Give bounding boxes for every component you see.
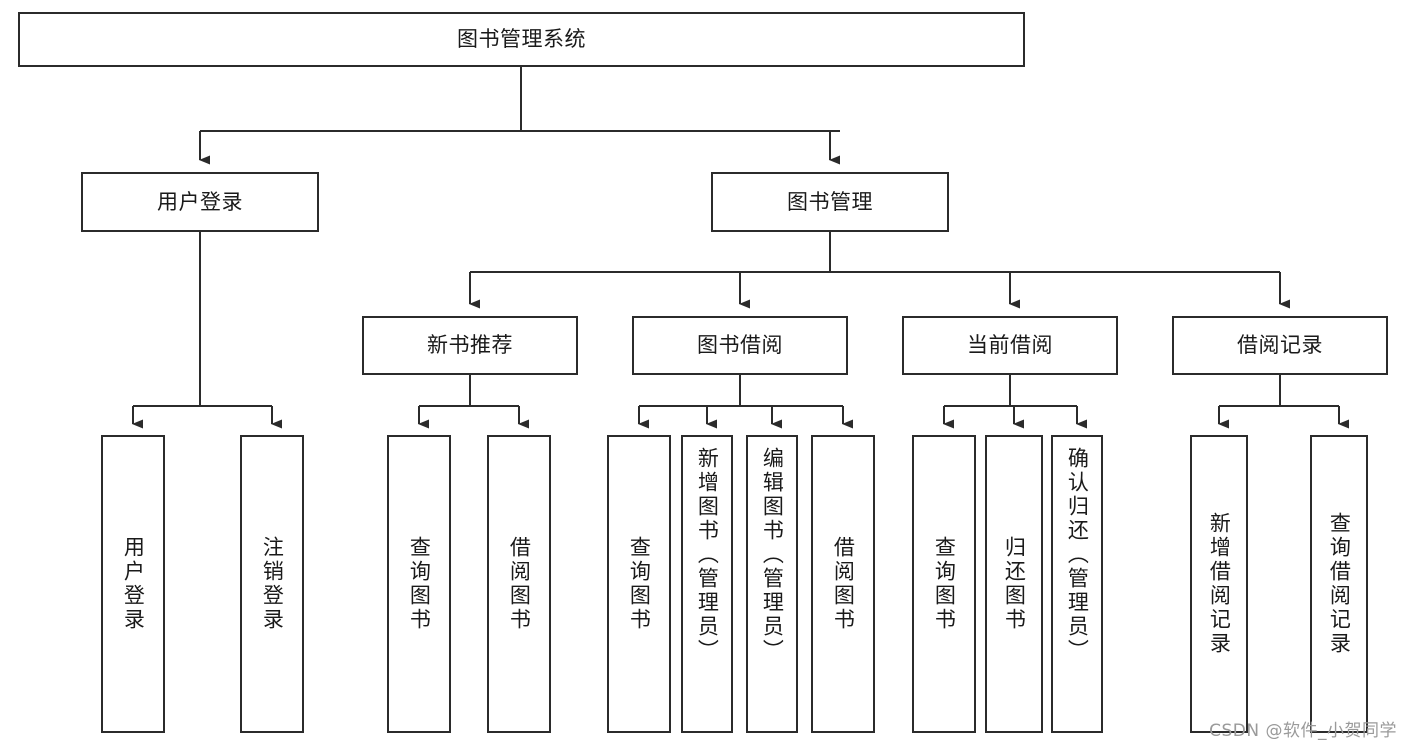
csdn-watermark: CSDN @软件_小贺同学 — [1209, 721, 1397, 741]
node-leaf-query-book-cur[interactable]: 查询图书 — [912, 435, 976, 733]
node-leaf-query-book-cur-label: 查询图书 — [932, 536, 957, 632]
node-leaf-return-book[interactable]: 归还图书 — [985, 435, 1043, 733]
node-leaf-return-book-label: 归还图书 — [1002, 536, 1027, 632]
node-leaf-edit-book-admin-label: 编辑图书（管理员） — [760, 447, 785, 663]
node-leaf-edit-book-admin[interactable]: 编辑图书（管理员） — [746, 435, 798, 733]
node-book-manage[interactable]: 图书管理 — [711, 172, 949, 232]
node-leaf-user-login[interactable]: 用户登录 — [101, 435, 165, 733]
node-borrow-record-label: 借阅记录 — [1237, 333, 1323, 358]
node-leaf-add-book-admin-label: 新增图书（管理员） — [695, 447, 720, 663]
node-leaf-user-login-label: 用户登录 — [121, 536, 146, 632]
node-leaf-borrow-book-bor-label: 借阅图书 — [831, 536, 856, 632]
node-current-borrow-label: 当前借阅 — [967, 333, 1053, 358]
node-leaf-add-borrow-record[interactable]: 新增借阅记录 — [1190, 435, 1248, 733]
node-leaf-query-book-rec[interactable]: 查询图书 — [387, 435, 451, 733]
node-user-login-label: 用户登录 — [157, 189, 243, 214]
node-borrow-record[interactable]: 借阅记录 — [1172, 316, 1388, 375]
node-root-label: 图书管理系统 — [457, 27, 586, 52]
node-book-manage-label: 图书管理 — [787, 189, 873, 214]
node-leaf-confirm-return-admin[interactable]: 确认归还（管理员） — [1051, 435, 1103, 733]
node-current-borrow[interactable]: 当前借阅 — [902, 316, 1118, 375]
node-leaf-borrow-book-rec-label: 借阅图书 — [507, 536, 532, 632]
node-leaf-query-book-bor-label: 查询图书 — [627, 536, 652, 632]
node-book-borrow[interactable]: 图书借阅 — [632, 316, 848, 375]
node-leaf-add-book-admin[interactable]: 新增图书（管理员） — [681, 435, 733, 733]
node-leaf-query-book-bor[interactable]: 查询图书 — [607, 435, 671, 733]
node-leaf-query-book-rec-label: 查询图书 — [407, 536, 432, 632]
node-leaf-borrow-book-rec[interactable]: 借阅图书 — [487, 435, 551, 733]
node-leaf-query-borrow-record-label: 查询借阅记录 — [1327, 512, 1352, 656]
node-user-login[interactable]: 用户登录 — [81, 172, 319, 232]
node-book-borrow-label: 图书借阅 — [697, 333, 783, 358]
node-leaf-user-logout-label: 注销登录 — [260, 536, 285, 632]
node-leaf-borrow-book-bor[interactable]: 借阅图书 — [811, 435, 875, 733]
node-leaf-confirm-return-admin-label: 确认归还（管理员） — [1065, 447, 1090, 663]
node-new-book-recommend[interactable]: 新书推荐 — [362, 316, 578, 375]
node-new-book-recommend-label: 新书推荐 — [427, 333, 513, 358]
node-leaf-add-borrow-record-label: 新增借阅记录 — [1207, 512, 1232, 656]
node-leaf-query-borrow-record[interactable]: 查询借阅记录 — [1310, 435, 1368, 733]
node-root[interactable]: 图书管理系统 — [18, 12, 1025, 67]
node-leaf-user-logout[interactable]: 注销登录 — [240, 435, 304, 733]
